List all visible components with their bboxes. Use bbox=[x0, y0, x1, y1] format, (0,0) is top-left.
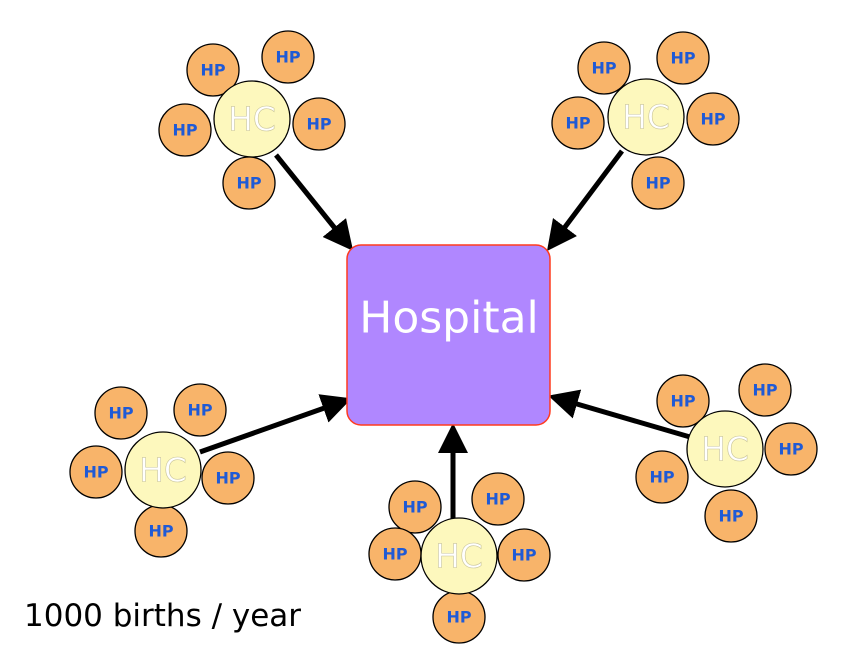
health-center-node: HC bbox=[213, 80, 291, 158]
health-post-label: HP bbox=[200, 61, 225, 80]
referral-arrow bbox=[274, 153, 354, 251]
health-post-label: HP bbox=[446, 608, 471, 627]
health-post-node: HP bbox=[222, 156, 276, 210]
health-post-node: HP bbox=[656, 374, 710, 428]
health-post-node: HP bbox=[686, 92, 740, 146]
health-post-label: HP bbox=[752, 381, 777, 400]
health-post-label: HP bbox=[402, 498, 427, 517]
health-post-node: HP bbox=[551, 96, 605, 150]
health-center-cluster: HP HP HP HP HP HC bbox=[368, 472, 551, 644]
health-post-label: HP bbox=[511, 546, 536, 565]
health-post-node: HP bbox=[631, 156, 685, 210]
health-center-label: HC bbox=[435, 537, 483, 576]
health-center-label: HC bbox=[139, 451, 187, 490]
health-post-node: HP bbox=[704, 489, 758, 543]
health-post-label: HP bbox=[670, 392, 695, 411]
health-post-node: HP bbox=[471, 472, 525, 526]
health-post-node: HP bbox=[173, 383, 227, 437]
hospital-label: Hospital bbox=[359, 293, 539, 344]
health-post-label: HP bbox=[215, 469, 240, 488]
health-post-node: HP bbox=[201, 451, 255, 505]
health-post-node: HP bbox=[497, 528, 551, 582]
health-post-label: HP bbox=[148, 522, 173, 541]
health-post-label: HP bbox=[382, 545, 407, 564]
health-post-node: HP bbox=[635, 450, 689, 504]
health-post-label: HP bbox=[172, 121, 197, 140]
referral-arrow bbox=[547, 149, 624, 251]
health-center-node: HC bbox=[124, 431, 202, 509]
health-post-label: HP bbox=[275, 48, 300, 67]
health-center-node: HC bbox=[420, 517, 498, 595]
health-center-label: HC bbox=[622, 98, 670, 137]
health-post-label: HP bbox=[700, 110, 725, 129]
health-post-node: HP bbox=[764, 422, 818, 476]
health-center-node: HC bbox=[686, 410, 764, 488]
health-post-label: HP bbox=[591, 59, 616, 78]
health-center-cluster: HP HP HP HP HP HC bbox=[69, 383, 255, 558]
health-post-label: HP bbox=[649, 468, 674, 487]
health-post-node: HP bbox=[432, 590, 486, 644]
health-post-label: HP bbox=[83, 463, 108, 482]
health-post-node: HP bbox=[94, 386, 148, 440]
health-post-label: HP bbox=[645, 174, 670, 193]
health-post-node: HP bbox=[577, 41, 631, 95]
health-post-label: HP bbox=[565, 114, 590, 133]
health-post-label: HP bbox=[187, 401, 212, 420]
health-post-node: HP bbox=[292, 97, 346, 151]
caption: 1000 births / year bbox=[24, 598, 302, 634]
referral-arrow bbox=[548, 389, 691, 440]
health-post-node: HP bbox=[69, 445, 123, 499]
health-center-cluster: HP HP HP HP HP HC bbox=[158, 30, 346, 210]
health-center-label: HC bbox=[701, 430, 749, 469]
health-post-node: HP bbox=[368, 527, 422, 581]
health-post-label: HP bbox=[718, 507, 743, 526]
health-post-label: HP bbox=[306, 115, 331, 134]
health-post-label: HP bbox=[108, 404, 133, 423]
health-post-node: HP bbox=[134, 504, 188, 558]
health-center-node: HC bbox=[607, 78, 685, 156]
health-post-label: HP bbox=[778, 440, 803, 459]
health-center-cluster: HP HP HP HP HP HC bbox=[635, 363, 818, 543]
health-post-label: HP bbox=[670, 49, 695, 68]
health-post-node: HP bbox=[261, 30, 315, 84]
hospital-node: Hospital bbox=[346, 244, 551, 426]
health-center-cluster: HP HP HP HP HP HC bbox=[551, 31, 740, 210]
health-post-node: HP bbox=[388, 480, 442, 534]
health-post-label: HP bbox=[236, 174, 261, 193]
health-post-node: HP bbox=[158, 103, 212, 157]
health-post-label: HP bbox=[485, 490, 510, 509]
health-post-node: HP bbox=[738, 363, 792, 417]
health-post-node: HP bbox=[186, 43, 240, 97]
health-post-node: HP bbox=[656, 31, 710, 85]
referral-arrow bbox=[199, 394, 352, 455]
health-center-label: HC bbox=[228, 100, 276, 139]
